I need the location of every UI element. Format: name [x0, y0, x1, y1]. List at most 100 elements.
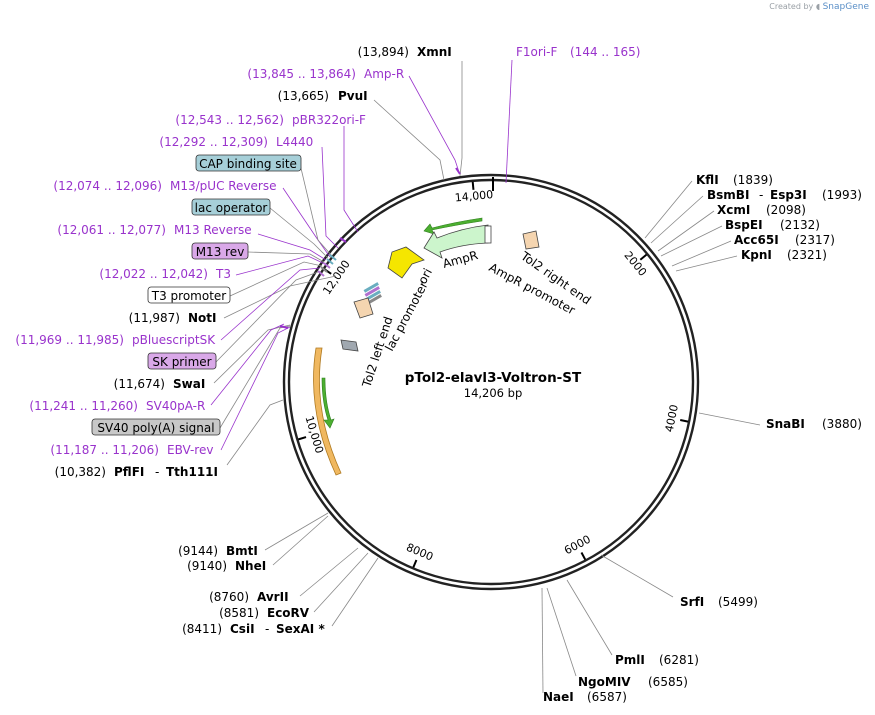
site-pflfi: PflFI — [114, 465, 144, 479]
primer-l4440-range: (12,292 .. 12,309) — [159, 135, 268, 149]
sep-pflfi: - — [155, 465, 159, 479]
site-kfli: KflI — [696, 173, 719, 187]
tol2-right-end — [522, 230, 540, 250]
left-labels: (13,894) XmnI F1ori-F (144 .. 165) (13,8… — [15, 45, 640, 479]
site-swai: SwaI — [173, 377, 205, 391]
tick-label-6: 14,000 — [454, 188, 494, 204]
leader-ecorv — [313, 552, 369, 613]
tick-label-2: 6000 — [562, 533, 593, 558]
primer-t3-range: (12,022 .. 12,042) — [99, 267, 208, 281]
leader-pmli — [566, 579, 613, 656]
site-xmni: XmnI — [417, 45, 452, 59]
label-ori: ori — [415, 266, 435, 286]
primer-m13rev-range: (12,061 .. 12,077) — [57, 223, 166, 237]
leader-m13rev — [257, 233, 327, 261]
primer-t3: T3 — [215, 267, 231, 281]
site-srfi: SrfI — [680, 595, 704, 609]
leader-ebv-rev — [220, 326, 291, 451]
backbone-inner-ring — [287, 178, 695, 586]
label-cap-binding-site: CAP binding site — [199, 157, 297, 171]
leader-naei — [541, 587, 544, 694]
mark-sv40 — [279, 325, 289, 329]
box-cap-binding-site — [195, 154, 302, 172]
primer-amp-r-range: (13,845 .. 13,864) — [247, 67, 356, 81]
site-pmli: PmlI — [615, 653, 645, 667]
leader-bsmbi — [650, 195, 704, 244]
ampr-arrow — [423, 224, 489, 259]
tick-mark-1 — [680, 419, 689, 423]
pos-pmli: (6281) — [659, 653, 699, 667]
box-sv40-signal — [91, 418, 221, 436]
box-lac-operator — [191, 198, 271, 216]
lac-stack-a — [363, 282, 379, 293]
leader-sv40pa-r — [210, 323, 285, 406]
leader-csii — [331, 557, 379, 627]
label-tol2-left: Tol2 left end — [359, 315, 395, 390]
pos-ecorv: (8581) — [219, 606, 259, 620]
primer-pbr322ori-f: pBR322ori-F — [292, 113, 366, 127]
snapgene-credit: Created by ◖ SnapGene — [769, 2, 869, 12]
leader-l4440 — [321, 146, 339, 249]
lac-stack-b — [364, 286, 380, 297]
site-bsmbi: BsmBI — [707, 188, 749, 202]
site-ngomiv: NgoMIV — [578, 675, 631, 689]
site-bspei: BspEI — [725, 218, 763, 232]
leader-amp-r — [408, 75, 460, 173]
mark-sk — [317, 270, 325, 277]
pos-xcmi: (2098) — [766, 203, 806, 217]
tick-mark-3 — [412, 559, 418, 568]
leader-snabi — [698, 412, 761, 426]
site-sexai: SexAI * — [276, 622, 325, 636]
primer-ebv-rev-range: (11,187 .. 11,206) — [50, 443, 159, 457]
pos-nhei: (9140) — [187, 559, 227, 573]
pos-ngomiv: (6585) — [648, 675, 688, 689]
tick-label-3: 8000 — [404, 541, 435, 564]
site-naei: NaeI — [543, 690, 574, 704]
primer-sv40pa-r: SV40pA-R — [146, 399, 205, 413]
plasmid-name: pTol2-elavl3-Voltron-ST — [405, 370, 582, 386]
site-ecorv: EcoRV — [267, 606, 310, 620]
leader-kpni — [675, 255, 738, 272]
right-labels: KflI (1839) BsmBI - Esp3I (1993) XcmI (2… — [178, 173, 862, 704]
pos-snabi: (3880) — [822, 417, 862, 431]
label-lac-promoter: lac promoter — [382, 279, 430, 353]
leader-srfi — [600, 554, 674, 598]
box-m13-rev — [191, 242, 249, 260]
leader-lac-op — [269, 207, 329, 259]
leader-f1ori-f — [505, 59, 513, 184]
credit-brand: SnapGene — [822, 2, 869, 12]
primer-ebv-rev: EBV-rev — [167, 443, 213, 457]
green-arrow-left — [321, 377, 335, 429]
mark-lacop — [326, 258, 334, 265]
label-sk-primer: SK primer — [152, 355, 211, 369]
primer-pbr322ori-f-range: (12,543 .. 12,562) — [175, 113, 284, 127]
leader-ngomiv — [546, 587, 577, 677]
site-xcmi: XcmI — [717, 203, 750, 217]
site-leaders — [213, 61, 761, 694]
mark-t3 — [320, 266, 328, 273]
box-t3-promoter — [147, 286, 231, 304]
leader-m13rev-box — [247, 251, 325, 263]
site-tth111i: Tth111I — [166, 465, 218, 479]
leader-pbr322ori-f — [343, 126, 359, 233]
ampr-promoter — [484, 225, 492, 244]
pos-pvui: (13,665) — [278, 89, 329, 103]
site-noti: NotI — [188, 311, 217, 325]
leader-bmti — [264, 512, 329, 551]
primer-l4440: L4440 — [276, 135, 313, 149]
ori-arrow — [387, 246, 425, 279]
site-nhei: NheI — [235, 559, 266, 573]
pos-bspei: (2132) — [780, 218, 820, 232]
orange-feature — [313, 347, 342, 476]
leader-cap — [299, 163, 333, 257]
site-kpni: KpnI — [741, 248, 772, 262]
pos-bmti: (9144) — [178, 544, 218, 558]
pos-swai: (11,674) — [114, 377, 165, 391]
inner-features — [313, 217, 540, 476]
primer-leaders — [210, 59, 513, 451]
tick-mark-0 — [639, 253, 648, 261]
lac-promoter-stack — [363, 282, 382, 305]
leader-kfli — [644, 180, 693, 239]
leader-bspei — [660, 225, 723, 257]
